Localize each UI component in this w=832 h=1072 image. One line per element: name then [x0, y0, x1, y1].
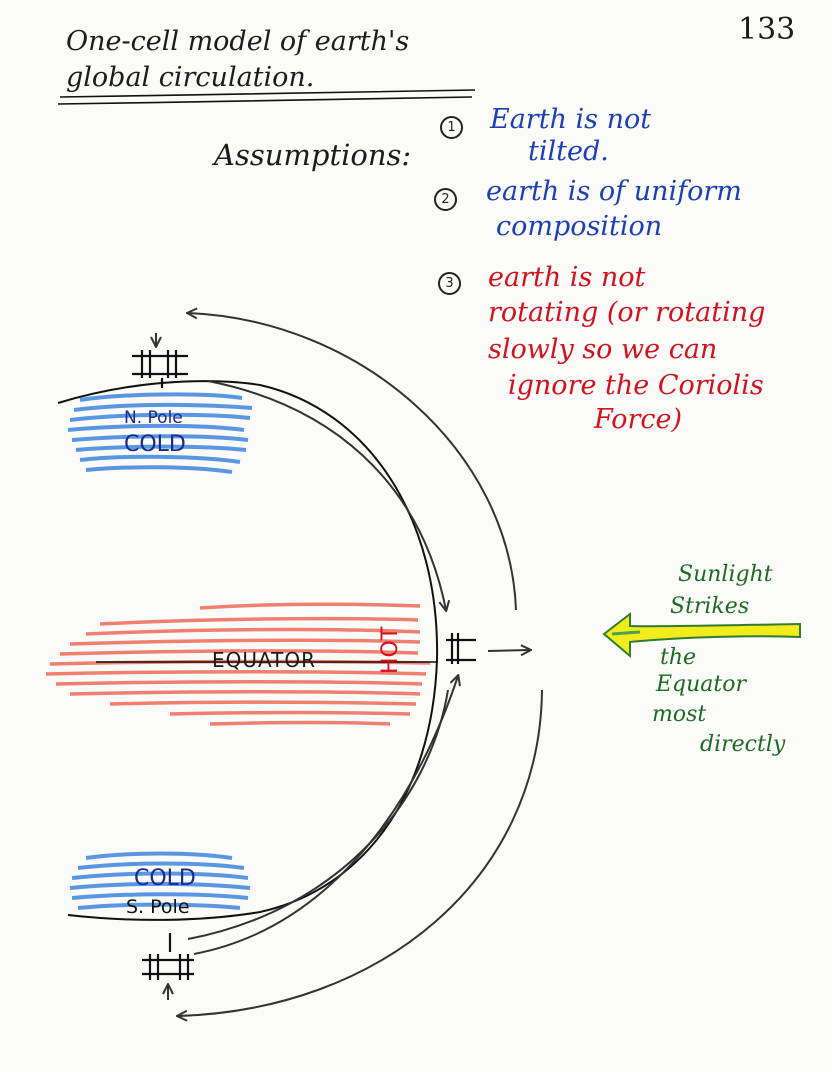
title-line-1: One-cell model of earth's [66, 26, 410, 57]
north-high-pressure-symbol [132, 350, 188, 388]
south-cold-label: COLD [134, 866, 196, 891]
south-pole-label: S. Pole [126, 896, 190, 918]
sunlight-text-2: Strikes [670, 594, 750, 619]
assumption-3-line-5: Force) [594, 404, 683, 435]
title-underline [57, 89, 476, 105]
sunlight-text-5: most [652, 702, 707, 727]
earth-outline [57, 380, 439, 921]
assumption-1-line-2: tilted. [528, 136, 609, 167]
page-number: 133 [738, 12, 796, 47]
equator-label: EQUATOR [212, 648, 317, 672]
assumption-1-line-1: Earth is not [490, 104, 652, 135]
assumption-1-number: 1 [440, 116, 463, 139]
south-cold-scribble [69, 851, 251, 910]
sunlight-text-4: Equator [656, 672, 747, 697]
circulation-arrows [156, 313, 543, 1016]
assumption-2-number: 2 [434, 188, 457, 211]
sunlight-text-3: the [660, 645, 697, 670]
hot-label: HOT [378, 626, 403, 674]
sunlight-text-6: directly [700, 732, 786, 757]
north-cold-scribble [67, 392, 253, 474]
sunlight-arrow [602, 611, 801, 659]
assumption-3-line-1: earth is not [488, 262, 646, 293]
assumption-2-line-2: composition [496, 211, 663, 242]
equator-low-pressure-symbol [446, 633, 476, 664]
assumptions-label: Assumptions: [214, 138, 412, 172]
assumption-2-line-1: earth is of uniform [486, 176, 742, 207]
sunlight-text-1: Sunlight [678, 562, 773, 587]
assumption-3-number: 3 [438, 272, 461, 295]
title-line-2: global circulation. [66, 62, 315, 93]
north-cold-label: COLD [124, 432, 186, 457]
hot-scribble [45, 602, 431, 726]
south-high-pressure-symbol [142, 933, 194, 980]
north-pole-label: N. Pole [124, 408, 183, 428]
assumption-3-line-2: rotating (or rotating [488, 297, 766, 328]
assumption-3-line-3: slowly so we can [488, 334, 718, 365]
assumption-3-line-4: ignore the Coriolis [508, 370, 764, 401]
